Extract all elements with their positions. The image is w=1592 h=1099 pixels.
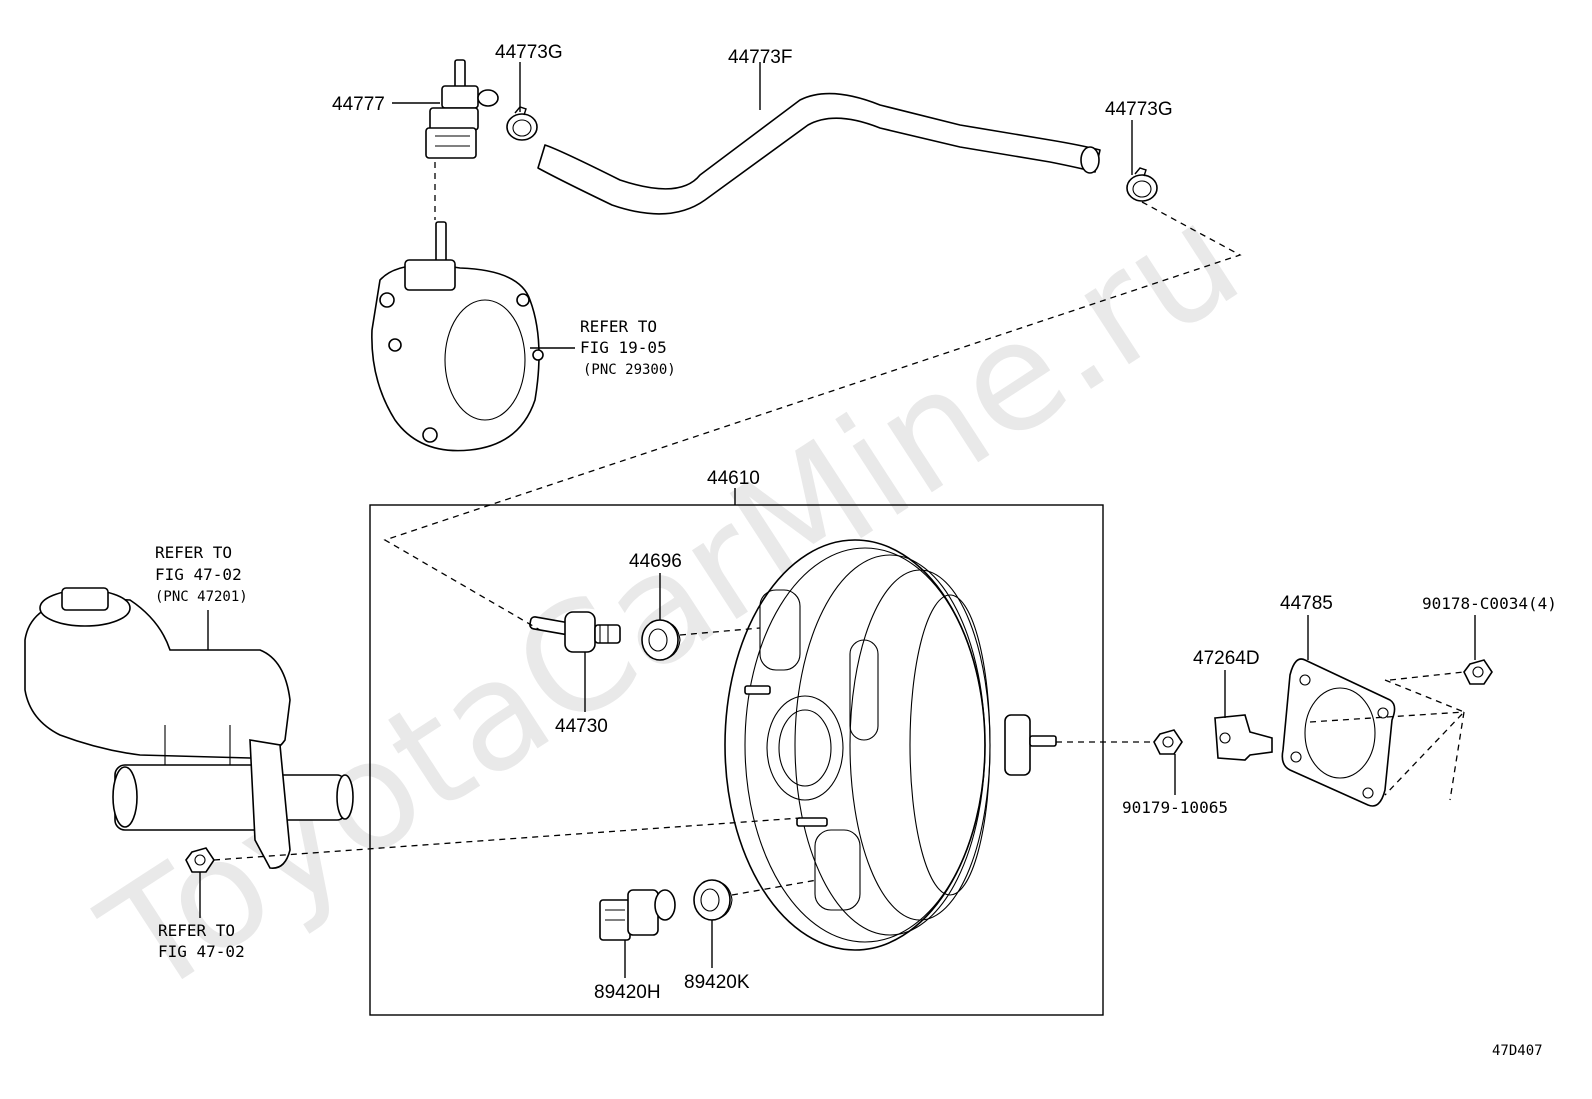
label-44773F: 44773F — [728, 47, 792, 68]
label-44773G-right: 44773G — [1105, 99, 1173, 120]
ref-mc-line1: REFER TO — [155, 543, 232, 562]
brake-booster[interactable] — [724, 539, 1057, 951]
label-44696: 44696 — [629, 551, 682, 572]
nut-90178-C0034[interactable] — [1463, 659, 1493, 685]
nut-90179-10065[interactable] — [1153, 729, 1183, 755]
ref-pump-line3: (PNC 29300) — [583, 362, 676, 378]
reference-note-vacuum-pump: REFER TO FIG 19-05 (PNC 29300) — [580, 317, 676, 378]
label-89420K: 89420K — [684, 972, 750, 993]
grommet-44696[interactable] — [641, 619, 681, 661]
dashed-connector-lines — [213, 162, 1466, 896]
mounting-nut-master-cylinder[interactable] — [185, 847, 215, 873]
label-90178-C0034: 90178-C0034(4) — [1422, 594, 1557, 613]
reference-note-master-cylinder: REFER TO FIG 47-02 (PNC 47201) — [155, 543, 248, 605]
vacuum-hose-44773F[interactable] — [537, 92, 1101, 215]
diagram-code: 47D407 — [1492, 1043, 1543, 1059]
reference-note-nut: REFER TO FIG 47-02 — [158, 921, 245, 961]
label-44777: 44777 — [332, 94, 385, 115]
vacuum-pump-reference[interactable] — [371, 221, 544, 452]
check-valve-44777[interactable] — [425, 59, 499, 159]
label-90179-10065: 90179-10065 — [1122, 798, 1228, 817]
ref-nut-line1: REFER TO — [158, 921, 235, 940]
check-valve-44730[interactable] — [529, 611, 621, 653]
label-44610: 44610 — [707, 468, 760, 489]
label-44785: 44785 — [1280, 593, 1333, 614]
vacuum-sensor-89420H[interactable] — [599, 889, 676, 941]
ref-mc-line2: FIG 47-02 — [155, 565, 242, 584]
leader-lines — [199, 62, 1476, 978]
ref-pump-line1: REFER TO — [580, 317, 657, 336]
ref-pump-line2: FIG 19-05 — [580, 338, 667, 357]
label-44773G-top: 44773G — [495, 42, 563, 63]
ref-nut-line2: FIG 47-02 — [158, 942, 245, 961]
master-cylinder-reference[interactable] — [24, 587, 354, 869]
label-47264D: 47264D — [1193, 648, 1260, 669]
booster-assembly-box-44610 — [369, 504, 1104, 1016]
ref-mc-line3: (PNC 47201) — [155, 589, 248, 605]
gasket-44785[interactable] — [1281, 658, 1396, 807]
hose-clamp-44773G-right[interactable] — [1126, 167, 1158, 202]
label-89420H: 89420H — [594, 982, 661, 1003]
bracket-47264D[interactable] — [1214, 714, 1273, 761]
grommet-89420K[interactable] — [693, 879, 733, 921]
label-44730: 44730 — [555, 716, 608, 737]
hose-clamp-44773G-top[interactable] — [506, 106, 538, 141]
